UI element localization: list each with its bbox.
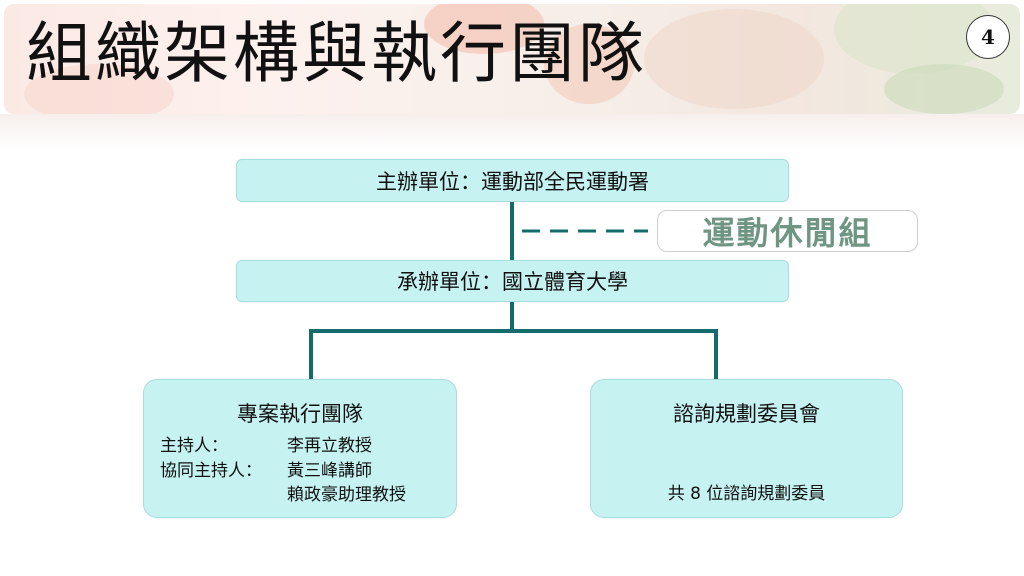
organizer-unit-label: 運動休閒組 xyxy=(657,210,918,252)
cohost-label: 協同主持人： xyxy=(160,461,262,481)
page-number-badge: 4 xyxy=(966,15,1010,59)
advisory-title: 諮詢規劃委員會 xyxy=(673,402,820,426)
title-banner xyxy=(4,4,1020,114)
slide-title: 組織架構與執行團隊 xyxy=(26,15,647,92)
banner-shadow xyxy=(0,114,1024,150)
cohost-name-2: 賴政豪助理教授 xyxy=(287,485,406,505)
organizer-label: 主辦單位：運動部全民運動署 xyxy=(376,169,649,194)
decorative-blob xyxy=(24,64,174,114)
organizer-box: 主辦單位：運動部全民運動署 xyxy=(236,159,789,202)
decorative-blob xyxy=(544,24,634,104)
decorative-blob xyxy=(424,4,544,54)
project-team-title: 專案執行團隊 xyxy=(237,402,363,426)
project-team-box: 專案執行團隊 主持人： 李再立教授 協同主持人： 黃三峰講師 賴政豪助理教授 xyxy=(143,379,457,518)
advisory-committee-box: 諮詢規劃委員會 共 8 位諮詢規劃委員 xyxy=(590,379,903,518)
decorative-blob xyxy=(644,9,824,109)
advisory-member-count: 共 8 位諮詢規劃委員 xyxy=(667,484,826,504)
decorative-blob xyxy=(884,64,1004,114)
cohost-name-1: 黃三峰講師 xyxy=(287,461,372,481)
contractor-box: 承辦單位：國立體育大學 xyxy=(236,260,789,302)
contractor-label: 承辦單位：國立體育大學 xyxy=(397,270,628,294)
host-label: 主持人： xyxy=(160,436,228,456)
host-name: 李再立教授 xyxy=(287,436,372,456)
